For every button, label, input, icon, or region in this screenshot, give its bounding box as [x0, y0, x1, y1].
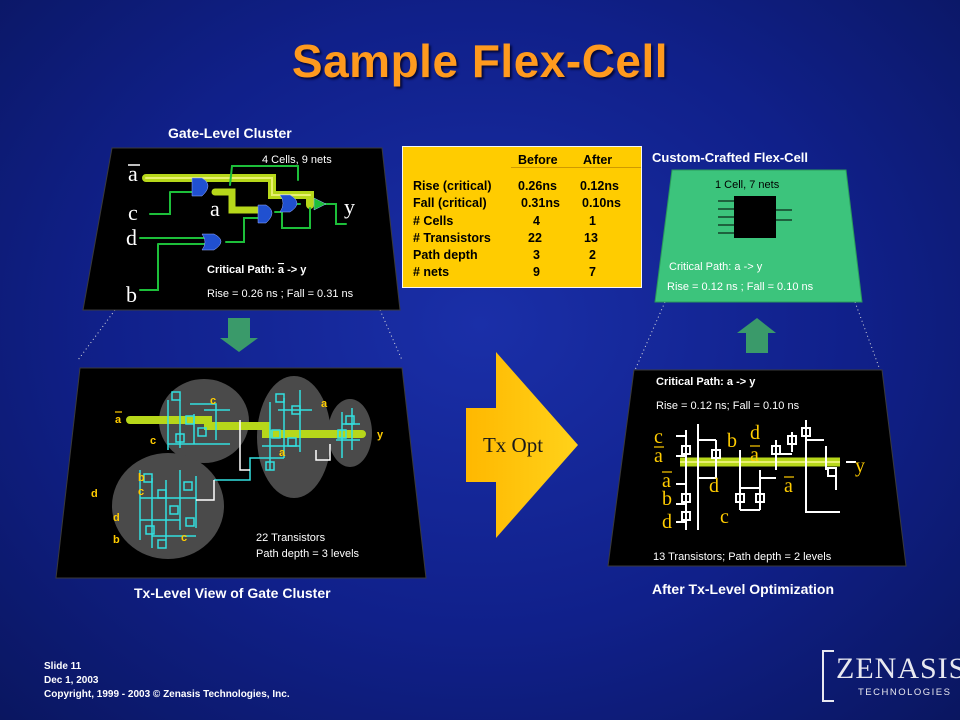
opt-overlines: [654, 445, 794, 478]
tx-label-y: y: [377, 429, 384, 441]
gate-input-c: c: [128, 200, 138, 225]
gate-input-b: b: [126, 282, 137, 307]
opt-label-a3: a: [662, 470, 671, 492]
logo-bracket-icon: [822, 650, 834, 702]
gate-input-a-bar: a: [128, 161, 138, 186]
opt-label-a2: a: [750, 444, 759, 466]
tx-opt-label: Tx Opt: [483, 433, 543, 457]
table-header-after: After: [583, 153, 613, 167]
tx-label-b2: b: [113, 534, 120, 546]
tx-view-caption: Tx-Level View of Gate Cluster: [134, 585, 331, 601]
opt-label-b2: b: [662, 488, 672, 510]
opt-summary: 13 Transistors; Path depth = 2 levels: [653, 551, 832, 563]
logo-name: ZENASIS: [836, 652, 960, 685]
tx-label-a1: a: [321, 398, 328, 410]
tx-label-d2: d: [113, 512, 120, 524]
opt-label-d2: d: [709, 475, 719, 497]
opt-label-a4: a: [784, 475, 793, 497]
tx-label-a-bar: a: [115, 414, 122, 426]
gate-output-y: y: [344, 194, 355, 219]
flex-cell-stats: 1 Cell, 7 nets: [715, 179, 780, 191]
opt-caption: After Tx-Level Optimization: [652, 581, 835, 597]
tx-label-d1: d: [91, 488, 98, 500]
flex-cell-caption: Custom-Crafted Flex-Cell: [652, 150, 809, 165]
tx-label-b1: b: [138, 472, 145, 484]
flex-cell-pins: [718, 200, 792, 234]
logo-sub: TECHNOLOGIES: [858, 687, 952, 698]
zenasis-logo: ZENASIS TECHNOLOGIES: [822, 648, 960, 704]
opt-label-b1: b: [727, 430, 737, 452]
flex-cell-chip-icon: [734, 196, 776, 238]
flex-cell-timing: Rise = 0.12 ns ; Fall = 0.10 ns: [667, 281, 814, 293]
tx-path-depth: Path depth = 3 levels: [256, 548, 360, 560]
gate-symbols: [191, 177, 327, 251]
opt-label-c1: c: [654, 426, 663, 448]
tx-label-a2: a: [279, 447, 286, 459]
opt-label-a1: a: [654, 445, 663, 467]
tx-transistor-count: 22 Transistors: [256, 532, 326, 544]
tx-label-c2: c: [150, 435, 156, 447]
footer-date: Dec 1, 2003: [44, 675, 99, 686]
tx-label-c1: c: [210, 395, 216, 407]
opt-critical: Critical Path: a -> y: [656, 376, 756, 388]
flex-cell-critical: Critical Path: a -> y: [669, 261, 763, 273]
gate-critical-path: Critical Path: a -> y: [207, 264, 307, 276]
gate-timing: Rise = 0.26 ns ; Fall = 0.31 ns: [207, 288, 354, 300]
gate-inner-a: a: [210, 196, 220, 221]
gate-panel-bg: [82, 147, 401, 311]
tx-label-c4: c: [181, 532, 187, 544]
opt-label-d1: d: [750, 422, 760, 444]
gate-stats: 4 Cells, 9 nets: [262, 154, 332, 166]
tx-interconnect: [196, 420, 331, 501]
gate-cluster-caption: Gate-Level Cluster: [168, 125, 292, 141]
slide-title: Sample Flex-Cell: [291, 35, 669, 87]
gate-wires: [139, 165, 347, 291]
projection-lines: [77, 301, 881, 371]
opt-transistor-network: [676, 420, 856, 530]
opt-label-d3: d: [662, 511, 672, 533]
table-header-before: Before: [518, 153, 558, 167]
opt-label-c2: c: [720, 506, 729, 528]
down-arrow-icon: [220, 318, 258, 352]
tx-critical-wire: [126, 416, 366, 438]
tx-opt-arrow: [466, 352, 578, 538]
tx-label-c3: c: [138, 486, 144, 498]
footer-slide-number: Slide 11: [44, 661, 82, 672]
opt-timing: Rise = 0.12 ns; Fall = 0.10 ns: [656, 400, 800, 412]
tx-transistor-network: [139, 390, 360, 549]
footer-copyright: Copyright, 1999 - 2003 © Zenasis Technol…: [44, 689, 290, 700]
up-arrow-icon: [737, 318, 776, 353]
opt-label-y: y: [855, 455, 865, 477]
gate-input-d: d: [126, 225, 137, 250]
